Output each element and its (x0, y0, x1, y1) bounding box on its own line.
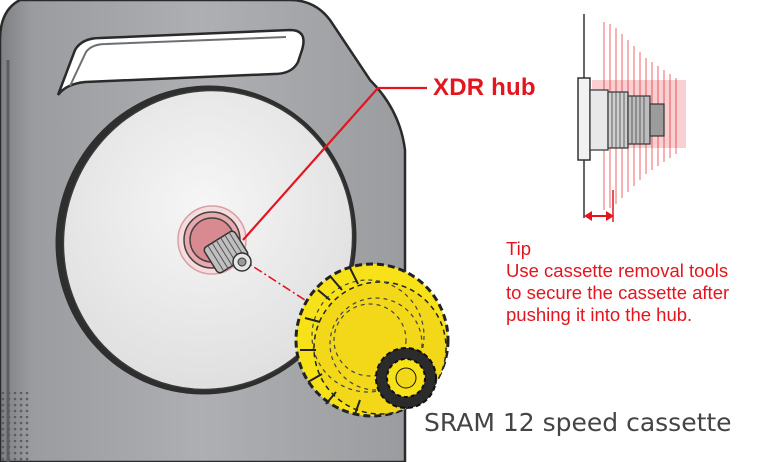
xdr-hub-label: XDR hub (433, 74, 536, 101)
tip-line: pushing it into the hub. (506, 304, 693, 325)
tip-line: Use cassette removal tools (506, 260, 729, 281)
tip-heading: Tip (506, 238, 532, 259)
hub-detail-icon (577, 14, 686, 218)
cassette-label: SRAM 12 speed cassette (424, 408, 732, 437)
tip-note: Tip Use cassette removal tools to secure… (506, 238, 729, 326)
xdr-hub-icon (177, 205, 252, 275)
cassette-icon (294, 262, 450, 418)
hub-callout-line (242, 86, 427, 241)
tip-line: to secure the cassette after (506, 282, 730, 303)
gap-arrow-icon (584, 190, 614, 222)
